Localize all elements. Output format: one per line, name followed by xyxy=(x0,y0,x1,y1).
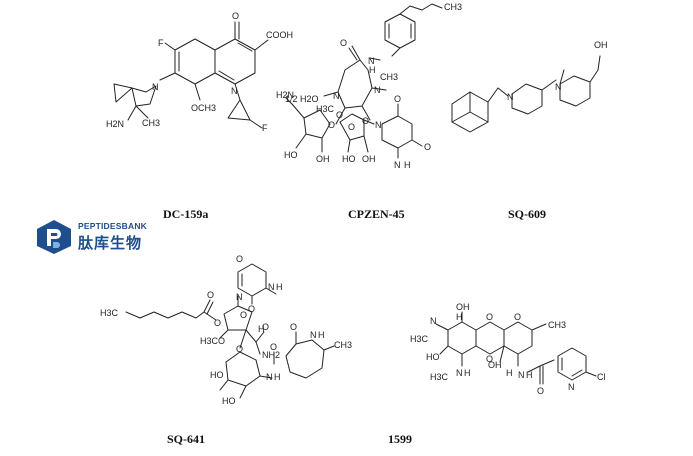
c1599-atom-o3: O xyxy=(514,312,521,322)
cpzen45-atom-o7: O xyxy=(424,142,431,152)
dc159a-atom-n2: N xyxy=(152,82,159,92)
cpzen45-atom-nh: N xyxy=(368,56,375,66)
sq641-atom-n2: N xyxy=(268,282,275,292)
c1599-atom-h2: H xyxy=(464,368,471,378)
peptidesbank-logo: PEPTIDESBANK 肽库生物 xyxy=(34,219,174,255)
sq641-atom-ho1: HO xyxy=(210,370,224,380)
cpzen45-atom-ho1: HO xyxy=(284,150,298,160)
cpzen45-atom-n3: N xyxy=(333,91,340,101)
c1599-atom-cl: Cl xyxy=(597,372,606,382)
c1599-atom-o2: O xyxy=(486,354,493,364)
sq641-atom-h4: H xyxy=(274,372,281,382)
sq641-atom-o8: O xyxy=(270,342,277,352)
c1599-atom-n1: N xyxy=(430,316,437,326)
sq641-atom-h2: H xyxy=(276,282,283,292)
sq641-atom-o2: O xyxy=(248,304,255,314)
cpzen45-atom-ho2: HO xyxy=(342,154,356,164)
sq641-atom-n4: N xyxy=(266,372,273,382)
cpzen45-atom-ch3-2: CH3 xyxy=(380,72,398,82)
c1599-atom-h1: H xyxy=(456,312,463,322)
cpzen45-atom-ch3-top: CH3 xyxy=(444,2,462,12)
peptidesbank-mark-icon xyxy=(37,220,71,254)
dc159a-hydrate: 1/2 H2O xyxy=(285,94,319,104)
sq641-atom-h3co: H3CO xyxy=(200,336,225,346)
dc159a-atom-n1: N xyxy=(231,86,238,96)
c1599-atom-ch3: CH3 xyxy=(548,320,566,330)
sq641-atom-o6: O xyxy=(262,322,269,332)
c1599-atom-oh1: OH xyxy=(456,302,470,312)
sq641-atom-h5: H xyxy=(258,324,265,334)
sq641-atom-o5: O xyxy=(240,310,247,320)
c1599-atom-n2: N xyxy=(456,368,463,378)
caption-1599: 1599 xyxy=(388,432,412,446)
c1599-atom-ho: HO xyxy=(426,352,440,362)
cpzen45-atom-o2: O xyxy=(362,116,369,126)
dc159a-atom-cooh: COOH xyxy=(266,30,293,40)
c1599-atom-o1: O xyxy=(486,312,493,322)
c1599-atom-n3: N xyxy=(518,370,525,380)
cpzen45-atom-oh2: OH xyxy=(362,154,376,164)
sq641-atom-ho2: HO xyxy=(222,396,236,406)
sq641-atom-ch3: CH3 xyxy=(334,340,352,350)
cpzen45-atom-oh1: OH xyxy=(316,154,330,164)
sq609-atom-n1: N xyxy=(507,92,514,102)
cpzen45-atom-h2n: H2N xyxy=(276,90,294,100)
cpzen45-atom-o4: O xyxy=(336,110,343,120)
sq641-atom-nh2: NH2 xyxy=(262,350,280,360)
cpzen45-atom-n2: N xyxy=(374,85,381,95)
sq641-atom-o3: O xyxy=(207,290,214,300)
sq609-atom-oh: OH xyxy=(594,40,608,50)
sq641-atom-o4: O xyxy=(214,318,221,328)
cpzen45-atom-h5: H xyxy=(404,160,411,170)
c1599-atom-h3c1: H3C xyxy=(410,334,429,344)
sq641-atom-o1: O xyxy=(236,254,243,264)
dc159a-atom-f2: F xyxy=(262,123,268,133)
cpzen45-atom-h1: H xyxy=(369,65,376,75)
dc159a-atom-ch3: CH3 xyxy=(142,118,160,128)
sq641-atom-h3c: H3C xyxy=(100,308,119,318)
dc159a-atom-o: O xyxy=(232,11,239,21)
sq641-atom-n3: N xyxy=(310,330,317,340)
dc159a-atom-och3: OCH3 xyxy=(191,103,216,113)
logo-english: PEPTIDESBANK xyxy=(78,221,147,231)
sq641-atom-o7: O xyxy=(236,344,243,354)
cpzen45-atom-n5: N xyxy=(394,160,401,170)
c1599-atom-h3: H xyxy=(506,368,513,378)
cpzen45-atom-n4: N xyxy=(375,120,382,130)
cpzen45-atom-h3c: H3C xyxy=(316,104,335,114)
cpzen45-atom-o6: O xyxy=(394,94,401,104)
caption-cpzen45: CPZEN-45 xyxy=(348,207,405,221)
c1599-atom-h4: H xyxy=(526,370,533,380)
c1599-atom-n4: N xyxy=(568,382,575,392)
cpzen45-atom-o3: O xyxy=(328,120,335,130)
sq641-atom-h3: H xyxy=(318,330,325,340)
caption-sq609: SQ-609 xyxy=(508,207,547,221)
c1599-atom-oh2: OH xyxy=(488,360,502,370)
cpzen45-atom-o5: O xyxy=(348,122,355,132)
cpzen45-atom-o1: O xyxy=(340,38,347,48)
c1599-atom-o4: O xyxy=(537,386,544,396)
caption-sq641: SQ-641 xyxy=(167,432,206,446)
caption-dc159a: DC-159a xyxy=(163,207,209,221)
dc159a-atom-h2n: H2N xyxy=(106,119,124,129)
sq641-atom-n1: N xyxy=(236,292,243,302)
c1599-atom-h3c2: H3C xyxy=(430,372,449,382)
logo-chinese: 肽库生物 xyxy=(78,234,143,252)
sq609-atom-n2: N xyxy=(555,82,562,92)
dc159a-atom-f: F xyxy=(158,38,164,48)
sq641-atom-o9: O xyxy=(290,322,297,332)
